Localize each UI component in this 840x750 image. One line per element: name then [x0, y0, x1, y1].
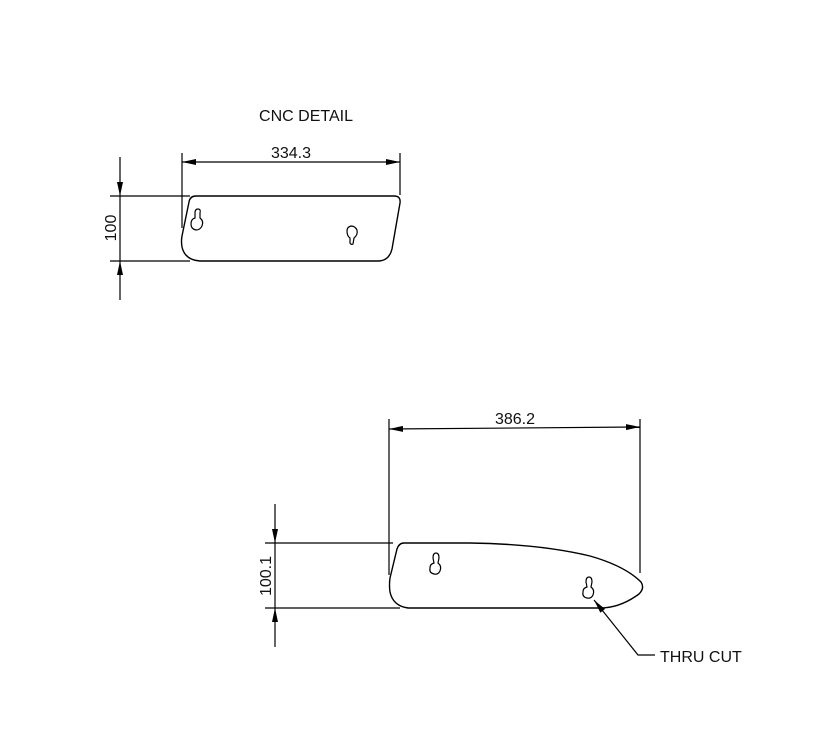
thru-cut-callout: THRU CUT [593, 599, 742, 666]
keyhole-icon [429, 552, 442, 575]
height-dimension-bottom: 100.1 [258, 504, 400, 647]
dimension-line [388, 424, 641, 432]
keyhole-icon [346, 225, 358, 245]
keyhole-icon [582, 576, 595, 599]
leader-line [593, 599, 655, 656]
height-dim-value: 100 [103, 215, 120, 242]
cnc-detail-title: CNC DETAIL [259, 108, 353, 125]
height-dim-value: 100.1 [258, 556, 275, 596]
width-dimension-bottom: 386.2 [388, 411, 641, 575]
width-dim-value: 334.3 [271, 145, 311, 162]
width-dimension-top: 334.3 [181, 145, 401, 228]
title-text: CNC DETAIL [259, 108, 353, 125]
profile-part-outline [388, 542, 644, 609]
height-dimension-top: 100 [103, 157, 190, 300]
width-dim-value: 386.2 [495, 411, 535, 428]
keyhole-icon [190, 208, 204, 231]
callout-text: THRU CUT [660, 649, 742, 666]
cnc-part-outline [180, 195, 401, 262]
